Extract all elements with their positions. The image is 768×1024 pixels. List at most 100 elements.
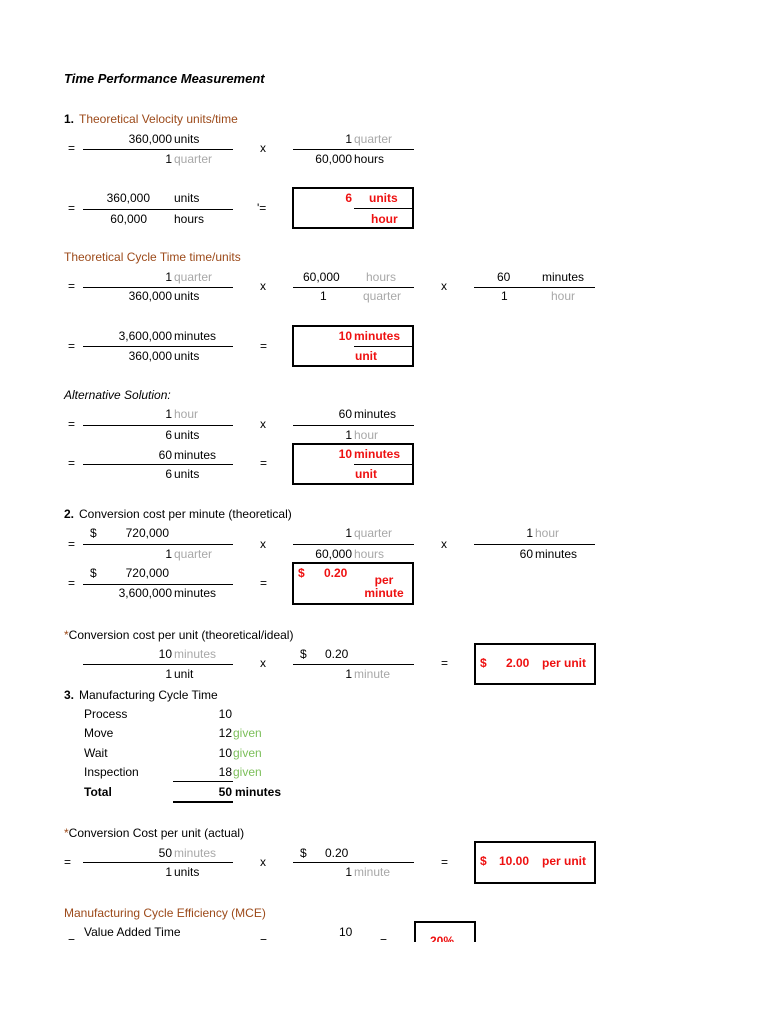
- list-item-value: 10: [218, 746, 232, 760]
- fraction-bar: [83, 464, 233, 465]
- denominator-unit: minute: [354, 865, 391, 879]
- multiply-sign: x: [260, 417, 266, 431]
- list-item-label: Wait: [84, 746, 108, 760]
- denominator-value: 1: [345, 865, 352, 879]
- numerator-value: 1: [345, 526, 352, 540]
- answer-box: [474, 643, 596, 685]
- fraction-bar: [83, 664, 233, 665]
- denominator-unit: minutes: [174, 586, 217, 600]
- fraction-bar: [83, 544, 233, 545]
- denominator-unit: unit: [174, 667, 194, 681]
- fraction-bar: [83, 584, 233, 585]
- numerator-unit: quarter: [354, 526, 393, 540]
- numerator-value: 360,000: [106, 191, 150, 205]
- fraction-bar: [83, 862, 233, 863]
- fraction-bar: [474, 544, 595, 545]
- numerator-unit: hours: [366, 270, 397, 284]
- numerator-value: 0.20: [325, 846, 349, 860]
- answer-dollar-sign: $: [298, 566, 305, 580]
- denominator-unit: units: [174, 865, 200, 879]
- page-title: Time Performance Measurement: [64, 71, 265, 86]
- list-item-value: 10: [218, 707, 232, 721]
- section-label: Alternative Solution:: [64, 388, 171, 402]
- numerator-value: 0.20: [325, 647, 349, 661]
- numerator-unit: quarter: [354, 132, 393, 146]
- numerator-value: 1: [165, 407, 172, 421]
- fraction-bar: [293, 149, 414, 150]
- numerator-value: 50: [158, 846, 172, 860]
- fraction-bar: [83, 287, 233, 288]
- section-1-label: Theoretical Velocity units/time: [79, 112, 238, 126]
- list-item-value: 18: [218, 765, 232, 779]
- answer-unit: unit: [355, 349, 377, 363]
- numerator-unit: minutes: [174, 329, 217, 343]
- numerator-unit: minutes: [174, 448, 217, 462]
- denominator-value: 6: [165, 467, 172, 481]
- denominator-value: 1: [165, 152, 172, 166]
- denominator-value: 6: [165, 428, 172, 442]
- denominator-value: 1: [165, 547, 172, 561]
- fraction-bar: [83, 149, 233, 150]
- dollar-sign: $: [300, 846, 307, 860]
- numerator-value: 1: [526, 526, 533, 540]
- answer-value: 10.00: [499, 854, 530, 868]
- answer-box: [292, 325, 414, 367]
- multiply-sign: x: [260, 855, 266, 869]
- denominator-value: 1: [345, 667, 352, 681]
- fraction-bar: [83, 209, 233, 210]
- answer-box: [292, 187, 414, 229]
- total-value: 50: [218, 785, 232, 799]
- equals-sign: '=: [257, 201, 267, 215]
- numerator-value: 3,600,000: [118, 329, 172, 343]
- denominator-value: 1: [165, 667, 172, 681]
- denominator-unit: hours: [354, 547, 385, 561]
- fraction-bar: [354, 208, 412, 209]
- dollar-sign: $: [90, 526, 97, 540]
- equals-sign: =: [260, 456, 268, 470]
- sum-line: [173, 781, 233, 782]
- equals-sign: =: [68, 339, 76, 353]
- equals-sign: =: [68, 201, 76, 215]
- equals-sign: =: [441, 855, 449, 869]
- answer-value: 10: [338, 447, 352, 461]
- dollar-sign: $: [90, 566, 97, 580]
- denominator-value: 60,000: [315, 152, 352, 166]
- numerator-value: 720,000: [125, 526, 169, 540]
- section-2-label: Conversion cost per minute (theoretical): [79, 507, 292, 521]
- numerator-value: 1: [345, 132, 352, 146]
- answer-unit: per unit: [542, 656, 586, 670]
- asterisk: *: [64, 628, 69, 642]
- equals-sign: =: [68, 456, 76, 470]
- equals-sign: =: [68, 417, 76, 431]
- list-item-note: given: [233, 765, 262, 779]
- denominator-unit: units: [174, 428, 200, 442]
- list-item-label: Move: [84, 726, 114, 740]
- numerator-unit: minutes: [174, 846, 217, 860]
- denominator-unit: units: [174, 289, 200, 303]
- denominator-unit: quarter: [174, 152, 213, 166]
- answer-box: [292, 443, 414, 485]
- section-label: *Conversion cost per unit (theoretical/i…: [64, 628, 293, 642]
- answer-value: 10: [338, 329, 352, 343]
- multiply-sign: x: [260, 279, 266, 293]
- equals-sign: =: [260, 339, 268, 353]
- equals-sign: =: [380, 934, 388, 948]
- total-label: Total: [84, 785, 112, 799]
- numerator-value: 1: [165, 270, 172, 284]
- equals-sign: =: [68, 934, 76, 948]
- denominator-unit: quarter: [363, 289, 402, 303]
- row-label: Value Added Time: [84, 925, 181, 939]
- equals-sign: =: [68, 141, 76, 155]
- denominator-value: 360,000: [128, 349, 172, 363]
- numerator-value: 720,000: [125, 566, 169, 580]
- list-item-note: given: [233, 726, 262, 740]
- numerator-value: 60: [497, 270, 511, 284]
- denominator-unit: hour: [354, 428, 379, 442]
- fraction-bar: [474, 287, 595, 288]
- section-3-label: Manufacturing Cycle Time: [79, 688, 218, 702]
- equals-sign: =: [441, 656, 449, 670]
- numerator-unit: minutes: [354, 407, 397, 421]
- numerator-unit: units: [174, 132, 200, 146]
- answer-unit: per unit: [542, 854, 586, 868]
- fraction-bar: [293, 544, 414, 545]
